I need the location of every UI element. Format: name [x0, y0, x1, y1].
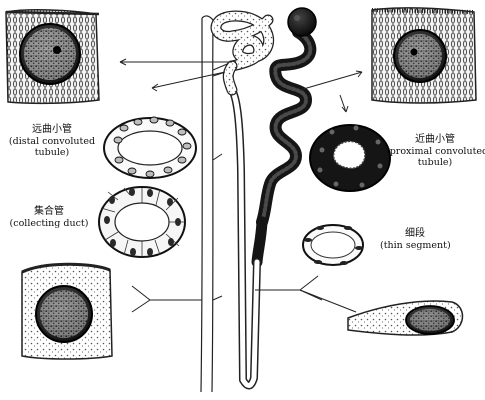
proximal-cell-illustration — [371, 7, 477, 104]
label-distal-convoluted-tubule: 远曲小管 (distal convoluted tubule) — [2, 124, 102, 159]
label-distal-en-2: tubule) — [34, 147, 70, 158]
label-proximal-en-1: (proximal convoluted — [386, 145, 485, 157]
label-collecting-cn: 集合管 — [34, 206, 64, 217]
collecting-duct-line — [200, 15, 214, 393]
label-distal-en-1: (distal convoluted — [8, 135, 96, 147]
nephron-tubule — [200, 7, 317, 393]
proximal-tubule-cross-section — [309, 124, 391, 192]
renal-corpuscle — [287, 7, 317, 37]
collecting-duct-cell-illustration — [21, 262, 113, 360]
leader-lines — [119, 58, 363, 313]
label-thin-en-1: (thin segment) — [380, 239, 451, 251]
thin-segment-cross-section — [302, 224, 364, 266]
label-collecting-duct: 集合管 (collecting duct) — [4, 206, 94, 229]
label-thin-cn: 细段 — [405, 228, 425, 239]
label-thin-segment: 细段 (thin segment) — [380, 228, 451, 251]
label-collecting-en-1: (collecting duct) — [9, 217, 89, 229]
label-proximal-cn: 近曲小管 — [415, 134, 455, 145]
label-proximal-en-2: tubule) — [417, 157, 453, 168]
thick-descending-limb — [251, 216, 268, 268]
label-distal-cn: 远曲小管 — [32, 124, 72, 135]
collecting-duct-cross-section — [98, 186, 186, 258]
duct-branches — [212, 61, 233, 301]
distal-cell-illustration — [5, 9, 100, 105]
distal-tubule-cross-section — [103, 116, 197, 179]
label-proximal-convoluted-tubule: 近曲小管 (proximal convoluted tubule) — [386, 134, 485, 169]
thin-segment-cell-illustration — [347, 300, 464, 336]
